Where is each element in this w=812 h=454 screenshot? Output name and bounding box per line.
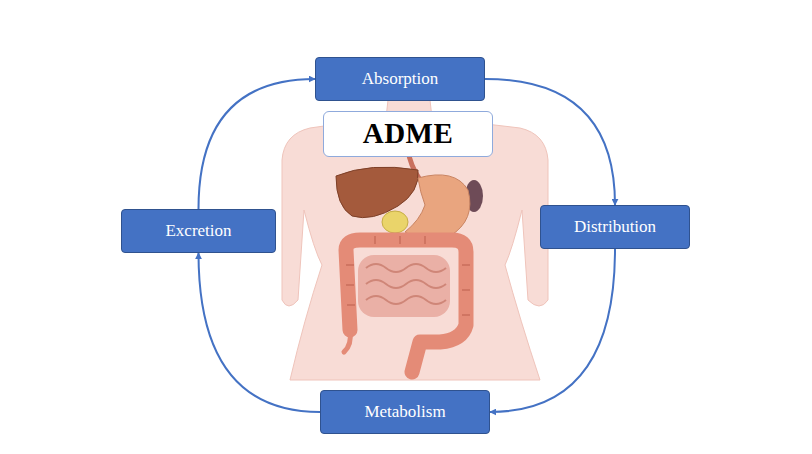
box-label: Metabolism bbox=[364, 403, 445, 422]
stomach bbox=[405, 175, 470, 240]
cycle-arrow bbox=[485, 79, 615, 205]
process-box: Excretion bbox=[121, 209, 276, 253]
large-intestine bbox=[346, 240, 466, 372]
torso-silhouette bbox=[282, 100, 548, 380]
box-label: Excretion bbox=[165, 222, 231, 241]
cycle-arrow bbox=[199, 79, 316, 209]
title-box: ADME bbox=[323, 111, 493, 157]
process-box: Metabolism bbox=[320, 390, 490, 434]
process-box: Absorption bbox=[315, 57, 485, 101]
small-intestine-folds bbox=[366, 264, 446, 304]
box-label: Distribution bbox=[574, 218, 656, 237]
gallbladder bbox=[382, 211, 408, 233]
process-box: Distribution bbox=[540, 205, 690, 249]
appendix bbox=[344, 330, 350, 352]
liver bbox=[336, 167, 418, 218]
box-label: Absorption bbox=[362, 70, 439, 89]
colon-bands bbox=[346, 236, 470, 315]
cycle-arrow bbox=[490, 249, 615, 412]
box-label: ADME bbox=[363, 118, 454, 150]
small-intestine bbox=[358, 255, 450, 317]
cycle-arrow bbox=[199, 253, 321, 412]
